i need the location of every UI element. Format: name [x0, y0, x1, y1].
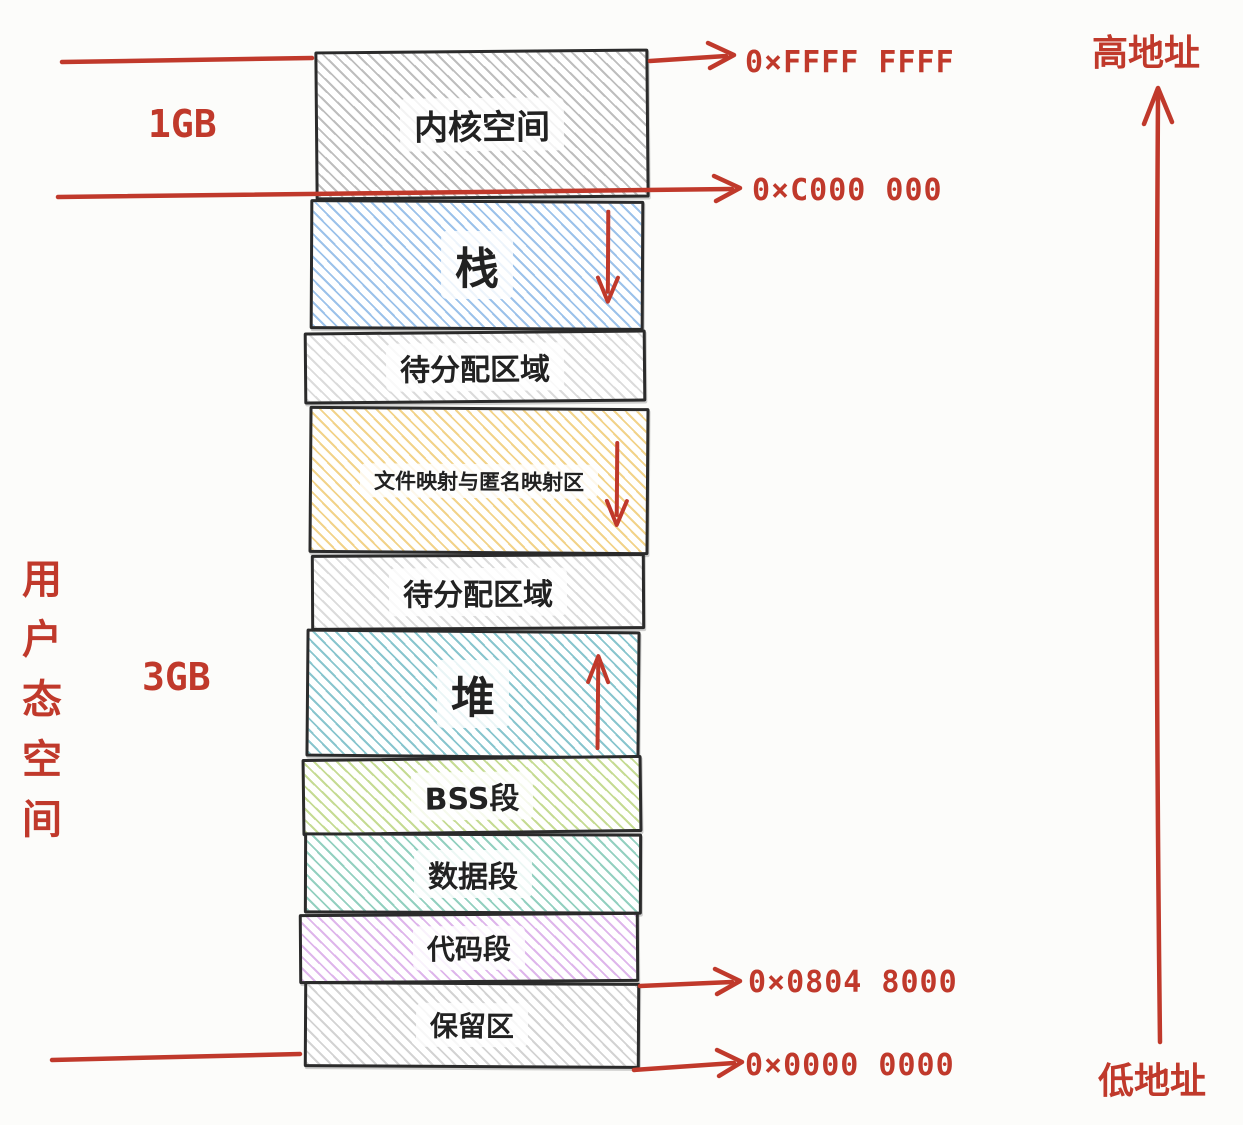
segment-label: 待分配区域 [388, 567, 568, 617]
segment-label: 内核空间 [399, 97, 565, 152]
segment-label: 栈 [440, 230, 514, 300]
heap-growth-up-arrow [586, 654, 611, 751]
bottom-left-line [49, 1051, 303, 1063]
code-base-arrow-line [637, 979, 735, 989]
segment-heap: 堆 [305, 628, 641, 760]
segment-label: 文件映射与匿名映射区 [359, 462, 599, 499]
code-base-arrow-head [712, 966, 743, 997]
segment-label: 数据段 [413, 849, 533, 898]
segment-label: BSS段 [410, 770, 534, 821]
address-0804-8000: 0×0804 8000 [748, 965, 958, 1000]
stack-growth-down-arrow [595, 209, 620, 304]
segment-file-anon-mapping: 文件映射与匿名映射区 [308, 405, 650, 556]
user-space-vertical-label: 用户态空间 [22, 557, 62, 843]
address-0000-0000: 0×0000 0000 [745, 1048, 955, 1083]
address-axis-arrow-head [1141, 85, 1175, 127]
bottom-right-arrow-line [631, 1060, 737, 1073]
kernel-size-label: 1GB [148, 102, 217, 146]
top-left-line [59, 55, 315, 65]
segment-label: 待分配区域 [385, 342, 565, 392]
segment-data: 数据段 [303, 832, 643, 915]
segment-code: 代码段 [298, 911, 640, 985]
address-axis-up-arrow [1154, 92, 1163, 1045]
segment-label: 堆 [436, 659, 510, 729]
segment-kernel-space: 内核空间 [314, 48, 650, 201]
segment-bss: BSS段 [301, 754, 643, 837]
segment-unallocated-upper: 待分配区域 [303, 329, 647, 405]
kernel-user-boundary-arrow-head [711, 173, 743, 204]
mmap-growth-down-arrow [604, 440, 629, 527]
address-ffff-ffff: 0×FFFF FFFF [745, 45, 955, 80]
top-right-arrow-head [705, 40, 737, 71]
address-c000-000: 0×C000 000 [752, 173, 943, 208]
high-address-label: 高地址 [1092, 33, 1201, 74]
segment-unallocated-lower: 待分配区域 [310, 553, 646, 631]
user-size-label: 3GB [142, 655, 211, 699]
bottom-right-arrow-head [714, 1047, 745, 1079]
segment-label: 代码段 [412, 925, 526, 971]
segment-reserved: 保留区 [303, 981, 641, 1069]
low-address-label: 低地址 [1098, 1061, 1207, 1102]
segment-stack: 栈 [309, 199, 645, 331]
segment-label: 保留区 [415, 1002, 529, 1048]
top-right-arrow-line [647, 53, 729, 64]
